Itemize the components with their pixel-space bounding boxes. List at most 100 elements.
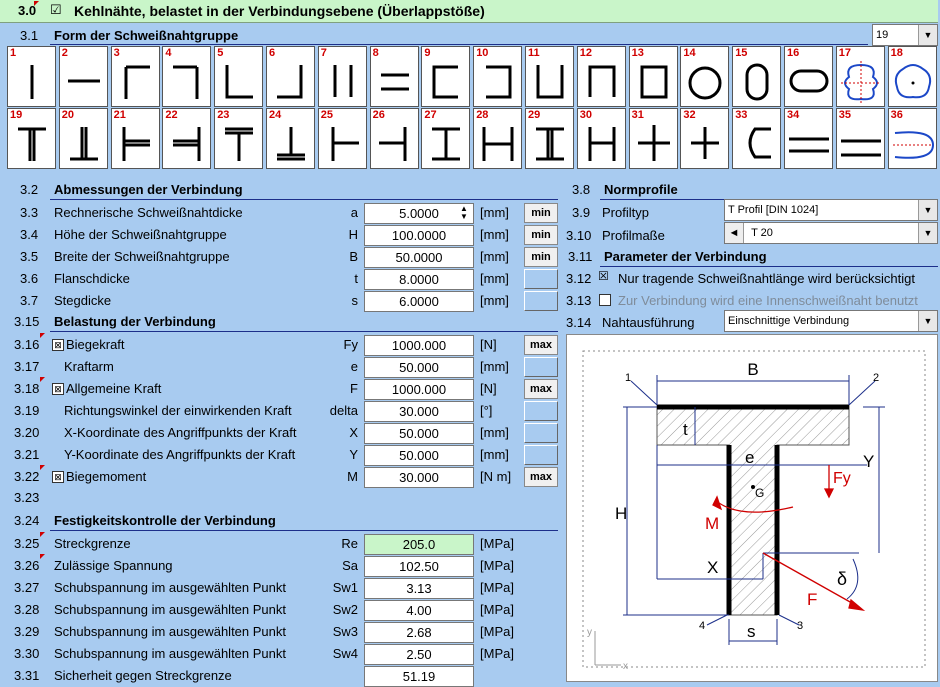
shape-tile[interactable]: 18 (887, 46, 937, 107)
shape-tile[interactable]: 25 (317, 108, 367, 169)
shape-tile[interactable]: 1 (7, 46, 56, 107)
row-max-button[interactable]: max (524, 335, 558, 355)
row-value-field[interactable]: 8.0000 (364, 269, 474, 290)
shape-tile[interactable]: 17 (835, 46, 885, 107)
profile-section-number: 3.8 (572, 182, 591, 197)
row-checkbox[interactable]: ⊠ (52, 471, 64, 483)
shape-tile[interactable]: 26 (369, 108, 419, 169)
shape-tile[interactable]: 4 (162, 46, 212, 107)
shape-tile[interactable]: 30 (576, 108, 626, 169)
row-symbol: Sw4 (332, 646, 358, 661)
section-title-bar: 3.0 ☑ Kehlnähte, belastet in der Verbind… (0, 0, 938, 23)
row-value-field[interactable]: 50.000 (364, 445, 474, 466)
leader-1 (630, 380, 658, 406)
shape-tile[interactable]: 10 (473, 46, 523, 107)
delta-arc (846, 558, 859, 600)
shape-tile[interactable]: 7 (317, 46, 367, 107)
shape-select-value: 19 (876, 29, 889, 41)
row-label: X-Koordinate des Angriffpunkts der Kraft (64, 425, 297, 440)
chevron-down-icon[interactable]: ▼ (918, 311, 937, 331)
row-unit: [MPa] (480, 536, 514, 551)
row-max-button[interactable]: max (524, 467, 558, 487)
shape-select[interactable]: 19 ▼ (872, 24, 938, 46)
spinner-icon[interactable]: ▲▼ (460, 204, 468, 221)
shape-tile[interactable]: 33 (732, 108, 782, 169)
section-enable-checkbox[interactable]: ☑ (50, 2, 62, 17)
row-symbol: t (354, 271, 358, 286)
row-value-field[interactable]: 100.0000 (364, 225, 474, 246)
profile-dim-select[interactable]: ◄ T 20 ▼ (724, 222, 938, 244)
shape-tile[interactable]: 24 (266, 108, 315, 169)
row-label: Schubspannung im ausgewählten Punkt (54, 646, 286, 661)
row-value-field[interactable]: 30.000 (364, 467, 474, 488)
row-value-field[interactable]: 50.0000 (364, 247, 474, 268)
row-max-button[interactable]: max (524, 379, 558, 399)
shape-tile[interactable]: 11 (525, 46, 574, 107)
row-symbol: Y (349, 447, 358, 462)
row-checkbox[interactable]: ⊠ (52, 339, 64, 351)
row-value-field[interactable]: 1000.000 (364, 335, 474, 356)
shape-tile[interactable]: 2 (58, 46, 108, 107)
row-value-field[interactable]: 30.000 (364, 401, 474, 422)
profile-type-select[interactable]: T Profil [DIN 1024] ▼ (724, 199, 938, 221)
shape-tile-number: 6 (269, 47, 276, 59)
row-symbol: H (348, 227, 358, 242)
shape-tile[interactable]: 35 (835, 108, 885, 169)
shape-tile[interactable]: 6 (266, 46, 315, 107)
shape-tile[interactable]: 20 (58, 108, 108, 169)
row-empty-button (524, 269, 558, 289)
row-unit: [MPa] (480, 558, 514, 573)
shape-tile[interactable]: 14 (680, 46, 730, 107)
shape-tile[interactable]: 16 (784, 46, 833, 107)
chevron-down-icon[interactable]: ▼ (918, 223, 937, 243)
shape-tile[interactable]: 31 (628, 108, 678, 169)
row-value-field[interactable]: 6.0000 (364, 291, 474, 312)
shape-glyph-icon (331, 127, 359, 161)
row-min-button[interactable]: min (524, 247, 558, 267)
shape-tile[interactable]: 19 (7, 108, 56, 169)
shape-tile[interactable]: 23 (214, 108, 264, 169)
row-checkbox[interactable]: ⊠ (52, 383, 64, 395)
option1-checkbox[interactable]: ☒ (598, 269, 609, 283)
shape-tile[interactable]: 9 (421, 46, 471, 107)
shape-tile[interactable]: 8 (369, 46, 419, 107)
row-value-field[interactable]: 205.0 (364, 534, 474, 555)
row-unit: [N m] (480, 469, 512, 484)
row-value-field: 4.00 (364, 600, 474, 621)
shape-tile[interactable]: 36 (887, 108, 937, 169)
arrow-left-icon[interactable]: ◄ (725, 223, 744, 243)
shape-glyph-icon (640, 65, 668, 99)
shape-tile[interactable]: 21 (110, 108, 160, 169)
option2-checkbox[interactable] (599, 294, 611, 306)
shape-tile[interactable]: 12 (576, 46, 626, 107)
row-value-field[interactable]: 50.000 (364, 357, 474, 378)
shape-tile[interactable]: 29 (525, 108, 574, 169)
row-value-field[interactable]: 50.000 (364, 423, 474, 444)
shape-tile-number: 32 (683, 109, 696, 121)
row-min-button[interactable]: min (524, 225, 558, 245)
load-section-number: 3.15 (14, 314, 40, 329)
row-number: 3.4 (20, 227, 39, 242)
shape-tile[interactable]: 28 (473, 108, 523, 169)
shape-tile[interactable]: 27 (421, 108, 471, 169)
shape-tile-number: 30 (579, 109, 593, 121)
chevron-down-icon[interactable]: ▼ (918, 200, 937, 220)
shape-tile[interactable]: 15 (732, 46, 782, 107)
params-section-label: Parameter der Verbindung (604, 249, 767, 264)
shape-tile[interactable]: 13 (628, 46, 678, 107)
row-value-field[interactable]: 1000.000 (364, 379, 474, 400)
shape-tile[interactable]: 3 (110, 46, 160, 107)
row-label: Y-Koordinate des Angriffpunkts der Kraft (64, 447, 296, 462)
row-min-button[interactable]: min (524, 203, 558, 223)
row-value-field[interactable]: 5.0000 (364, 203, 474, 224)
shape-tile[interactable]: 34 (784, 108, 833, 169)
shape-tile[interactable]: 22 (162, 108, 212, 169)
chevron-down-icon[interactable]: ▼ (918, 25, 937, 45)
comment-marker (40, 532, 45, 537)
shape-tile-number: 1 (10, 47, 17, 59)
row-number: 3.20 (14, 425, 40, 440)
shape-tile[interactable]: 32 (680, 108, 730, 169)
exec-select[interactable]: Einschnittige Verbindung ▼ (724, 310, 938, 332)
row-label: Kraftarm (64, 359, 114, 374)
shape-tile[interactable]: 5 (214, 46, 264, 107)
